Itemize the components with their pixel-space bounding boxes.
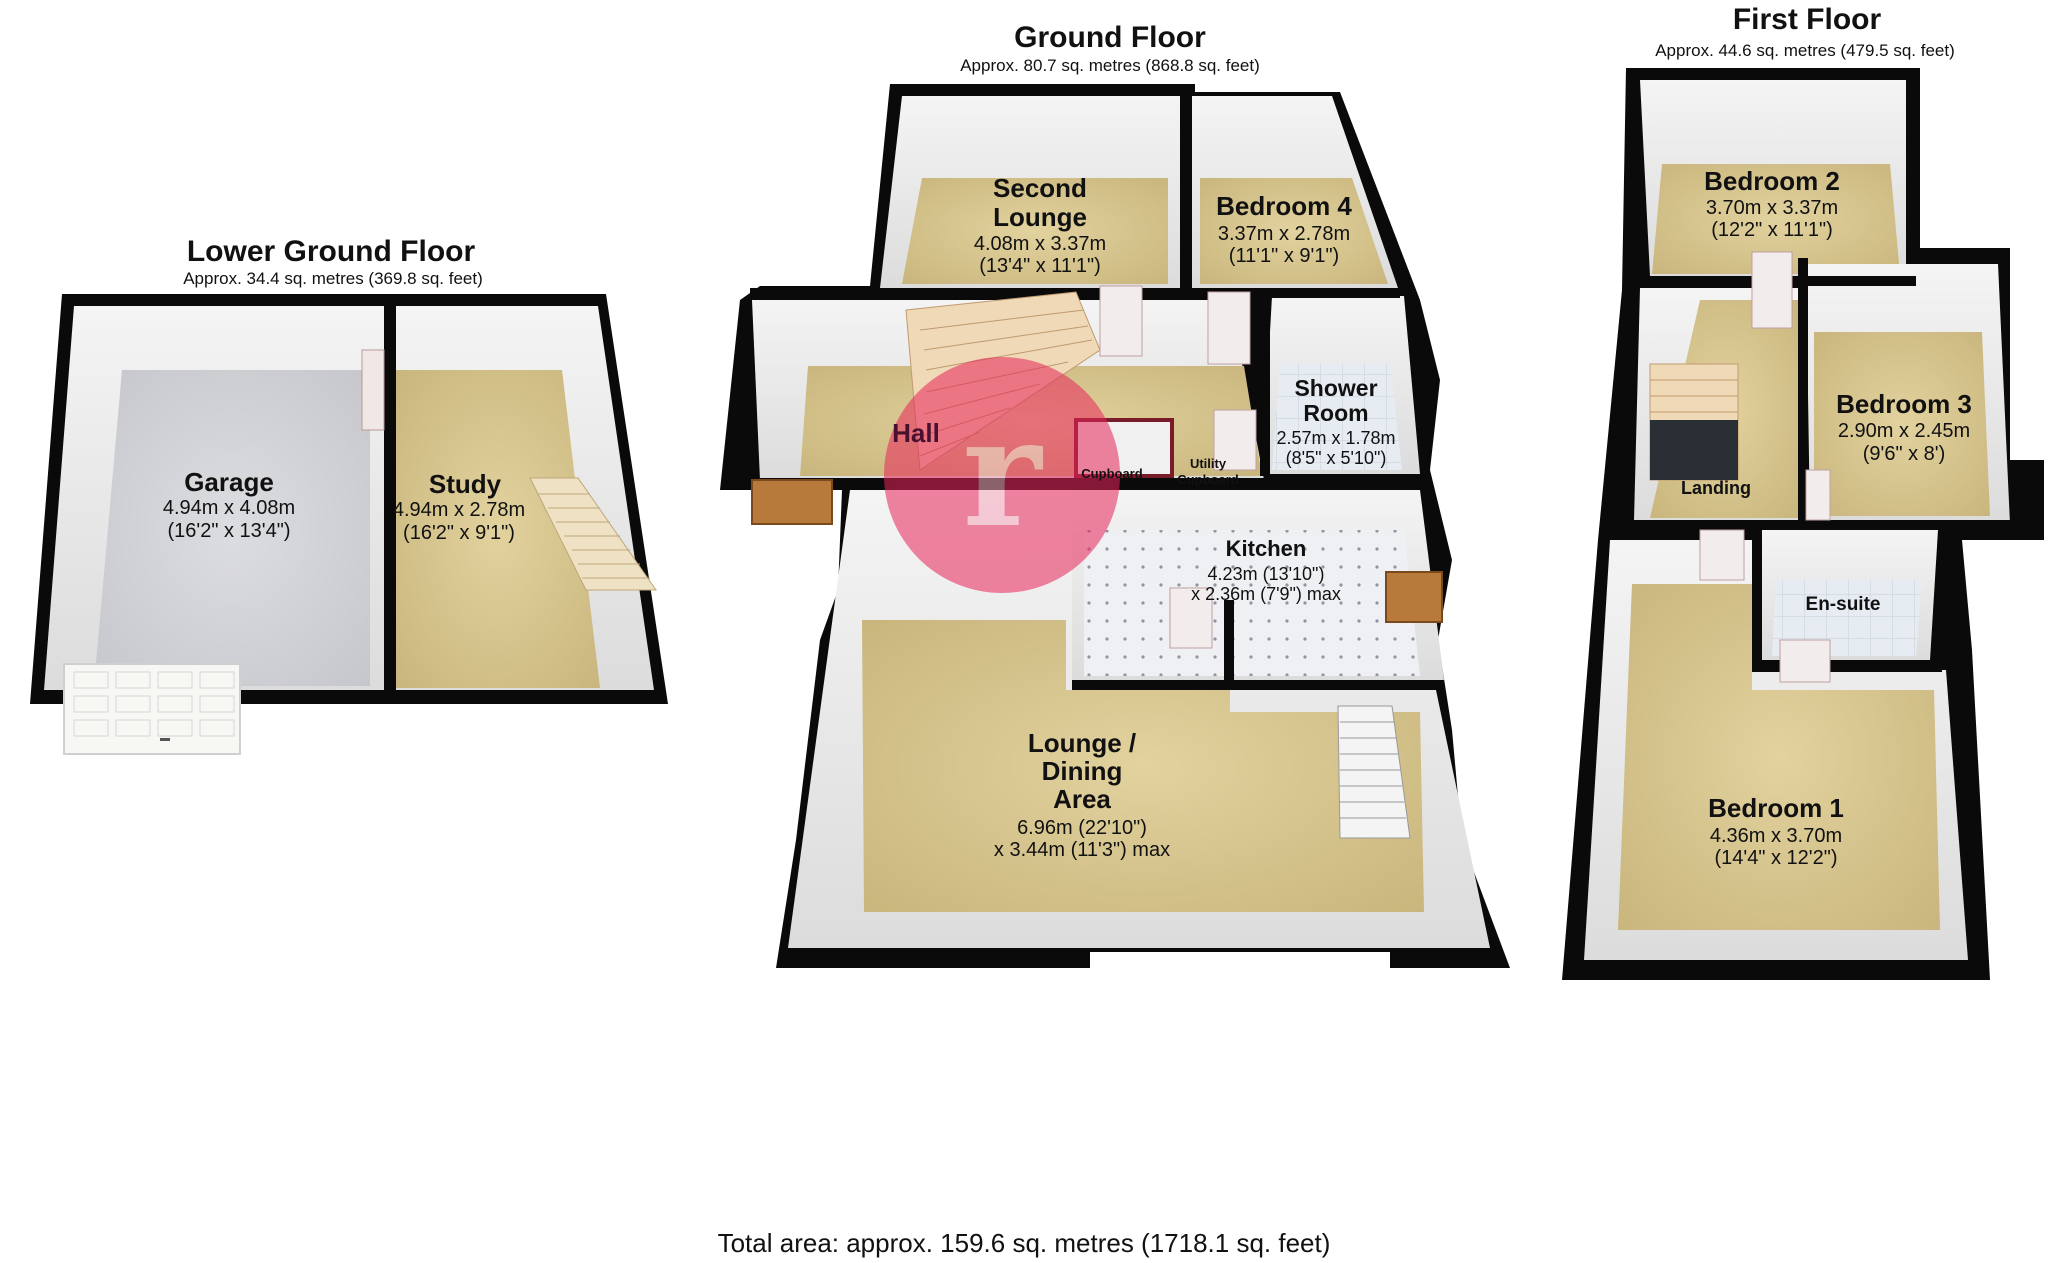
partition-kitchen xyxy=(1224,600,1234,690)
front-door[interactable] xyxy=(751,479,833,525)
garage-dim-m: 4.94m x 4.08m xyxy=(163,497,295,519)
ensuite-floor xyxy=(1772,580,1922,656)
lounge-dining-dim-1: 6.96m (22'10") xyxy=(1017,817,1147,839)
partition-lounge-bed4 xyxy=(1182,92,1192,292)
garage-name: Garage xyxy=(184,467,274,497)
partition-landing-bed3 xyxy=(1798,258,1808,524)
study-dim-m: 4.94m x 2.78m xyxy=(393,499,525,521)
bedroom1-dim-m: 4.36m x 3.70m xyxy=(1710,825,1842,847)
kitchen-name: Kitchen xyxy=(1226,536,1307,561)
lounge-dining-floor xyxy=(862,620,1424,912)
study-dim-ft: (16'2" x 9'1") xyxy=(403,522,515,544)
partition-ensuite-bottom xyxy=(1752,662,1942,672)
second-lounge-name-1: Second xyxy=(993,173,1087,203)
bedroom2-floor xyxy=(1652,164,1900,274)
landing-stairs xyxy=(1649,363,1739,481)
garage-door[interactable] xyxy=(63,663,241,755)
bedroom4-door[interactable] xyxy=(1207,291,1251,365)
bedroom4-name: Bedroom 4 xyxy=(1216,191,1352,221)
first-floor: First Floor Approx. 44.6 sq. metres (479… xyxy=(1562,3,2044,980)
bedroom2-dim-m: 3.70m x 3.37m xyxy=(1706,197,1838,219)
bedroom1-dim-ft: (14'4" x 12'2") xyxy=(1714,847,1837,869)
study-floor xyxy=(396,370,600,688)
ground-floor: r Ground Floor Approx. 80.7 sq. metres (… xyxy=(720,21,1510,968)
garage-study-partition xyxy=(384,306,394,690)
lower-floor-title: Lower Ground Floor xyxy=(187,235,476,268)
lounge-dining-name-1: Lounge / xyxy=(1028,728,1136,758)
lounge-door[interactable] xyxy=(1169,587,1213,649)
kitchen-dim-2: x 2.36m (7'9") max xyxy=(1191,584,1341,604)
bedroom3-dim-m: 2.90m x 2.45m xyxy=(1838,420,1970,442)
bedroom3-dim-ft: (9'6" x 8') xyxy=(1863,443,1946,465)
bedroom1-door[interactable] xyxy=(1699,529,1745,581)
ensuite-door[interactable] xyxy=(1779,639,1831,683)
second-lounge-name-2: Lounge xyxy=(993,202,1087,232)
svg-text:r: r xyxy=(962,385,1043,561)
partition-landing-bed1 xyxy=(1600,520,2010,530)
second-lounge-dim-m: 4.08m x 3.37m xyxy=(974,233,1106,255)
study-door[interactable] xyxy=(361,349,385,431)
kitchen-back-door[interactable] xyxy=(1385,571,1443,623)
second-lounge-floor xyxy=(902,178,1168,284)
study-stairs xyxy=(529,477,657,591)
first-floor-title: First Floor xyxy=(1733,3,1882,36)
bedroom3-floor xyxy=(1814,332,1990,516)
utility-name-2: Cupboard xyxy=(1177,472,1238,487)
garage-floor xyxy=(94,370,370,686)
shower-room-floor xyxy=(1272,364,1402,470)
lounge-dining-name-2: Dining xyxy=(1042,756,1123,786)
lounge-dining-dim-2: x 3.44m (11'3") max xyxy=(994,839,1170,861)
shower-room-name-1: Shower xyxy=(1294,375,1377,401)
lounge-dining-name-3: Area xyxy=(1053,784,1111,814)
ground-floor-title: Ground Floor xyxy=(1014,21,1206,54)
bedroom3-door[interactable] xyxy=(1805,469,1831,521)
utility-name-1: Utility xyxy=(1190,456,1227,471)
bedroom2-dim-ft: (12'2" x 11'1") xyxy=(1711,219,1833,241)
shower-room-name-2: Room xyxy=(1303,400,1368,426)
shower-room-dim-m: 2.57m x 1.78m xyxy=(1276,428,1395,448)
second-lounge-door[interactable] xyxy=(1099,285,1143,357)
bedroom3-name: Bedroom 3 xyxy=(1836,389,1972,419)
lower-ground-floor: Lower Ground Floor Approx. 34.4 sq. metr… xyxy=(30,235,668,755)
bedroom4-dim-ft: (11'1" x 9'1") xyxy=(1229,245,1339,267)
landing-name: Landing xyxy=(1681,478,1751,498)
study-name: Study xyxy=(429,469,502,499)
kitchen-dim-1: 4.23m (13'10") xyxy=(1208,564,1325,584)
bedroom2-door[interactable] xyxy=(1751,251,1793,329)
lower-floor-area: Approx. 34.4 sq. metres (369.8 sq. feet) xyxy=(183,269,483,288)
garage-dim-ft: (16'2" x 13'4") xyxy=(167,520,290,542)
bedroom4-dim-m: 3.37m x 2.78m xyxy=(1218,223,1350,245)
bedroom4-floor xyxy=(1200,178,1388,284)
bedroom2-name: Bedroom 2 xyxy=(1704,166,1840,196)
shower-door[interactable] xyxy=(1213,409,1257,471)
lounge-stairs xyxy=(1337,705,1411,839)
ensuite-name: En-suite xyxy=(1806,594,1881,615)
estate-agent-logo-icon: r xyxy=(884,357,1120,593)
bedroom1-floor xyxy=(1618,584,1940,930)
partition-shower xyxy=(1260,296,1270,476)
hall-name: Hall xyxy=(892,418,940,448)
total-area: Total area: approx. 159.6 sq. metres (17… xyxy=(718,1228,1331,1258)
ground-floor-area: Approx. 80.7 sq. metres (868.8 sq. feet) xyxy=(960,56,1260,75)
partition-ensuite xyxy=(1752,524,1762,670)
shower-room-dim-ft: (8'5" x 5'10") xyxy=(1286,448,1387,468)
bedroom1-name: Bedroom 1 xyxy=(1708,793,1844,823)
second-lounge-dim-ft: (13'4" x 11'1") xyxy=(979,255,1101,277)
kitchen-floor xyxy=(1084,530,1420,676)
first-floor-area: Approx. 44.6 sq. metres (479.5 sq. feet) xyxy=(1655,41,1955,60)
cupboard-name: Cupboard xyxy=(1081,466,1142,481)
